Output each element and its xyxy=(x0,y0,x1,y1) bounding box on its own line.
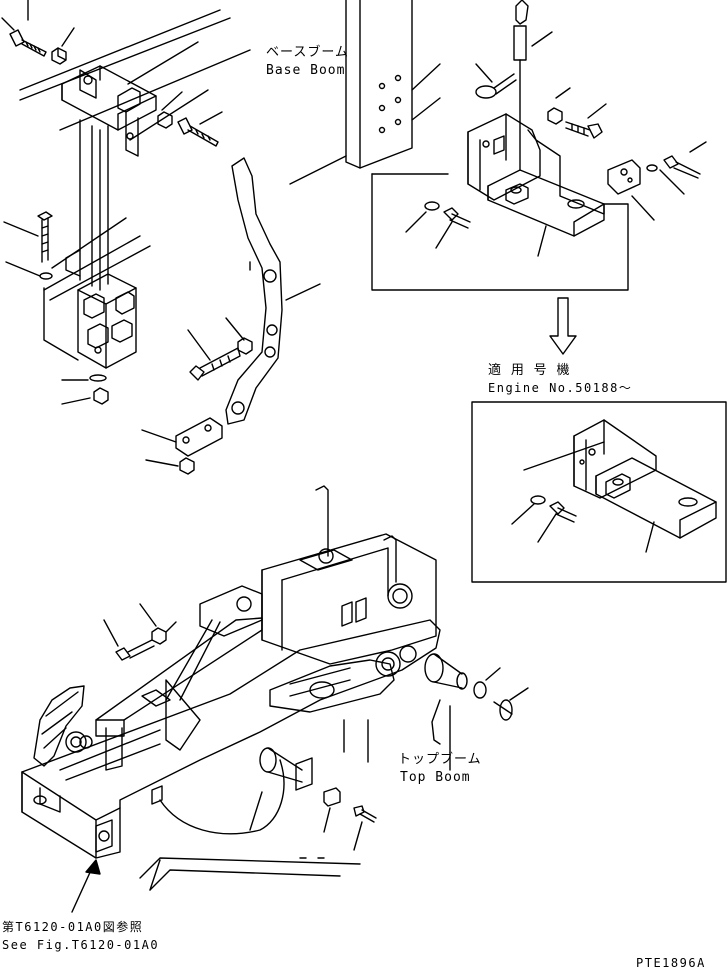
pin-icon xyxy=(475,73,517,99)
applicable-engine-label-en: Engine No.50188～ xyxy=(488,381,633,395)
base-boom-bracket-view xyxy=(289,0,707,355)
upper-left-bracket-assembly xyxy=(1,0,251,405)
pin-icon xyxy=(424,653,468,690)
down-arrow-icon xyxy=(549,297,577,355)
pointer-arrow-icon xyxy=(71,859,101,913)
drawing-id: PTE1896A xyxy=(636,956,706,970)
see-fig-label-en: See Fig.T6120-01A0 xyxy=(2,938,160,952)
applicable-engine-view xyxy=(471,401,727,583)
bolt-icon xyxy=(493,699,513,721)
bolt-icon xyxy=(37,211,53,263)
bolt-icon xyxy=(189,347,241,381)
nut-icon xyxy=(237,337,253,355)
bolt-icon xyxy=(663,155,701,179)
stay-plate xyxy=(141,157,321,475)
bolt-icon xyxy=(115,639,155,661)
top-boom-label-jp: トップブーム xyxy=(398,752,482,767)
see-fig-label-jp: 第T6120-01A0図参照 xyxy=(2,920,144,934)
applicable-engine-label-jp: 適 用 号 機 xyxy=(488,363,571,378)
top-boom-assembly xyxy=(21,485,529,913)
bolt-icon xyxy=(177,117,219,147)
bolt-icon xyxy=(353,805,377,823)
nut-icon xyxy=(51,47,67,65)
nut-icon xyxy=(157,111,173,129)
bolt-icon xyxy=(565,121,603,139)
base-boom-label-en: Base Boom xyxy=(266,63,346,78)
pin-icon xyxy=(259,747,313,791)
base-boom-label-jp: ベースブーム xyxy=(266,45,349,60)
top-boom-label-en: Top Boom xyxy=(400,770,471,785)
bolt-icon xyxy=(9,29,47,57)
washer-icon xyxy=(39,272,53,280)
